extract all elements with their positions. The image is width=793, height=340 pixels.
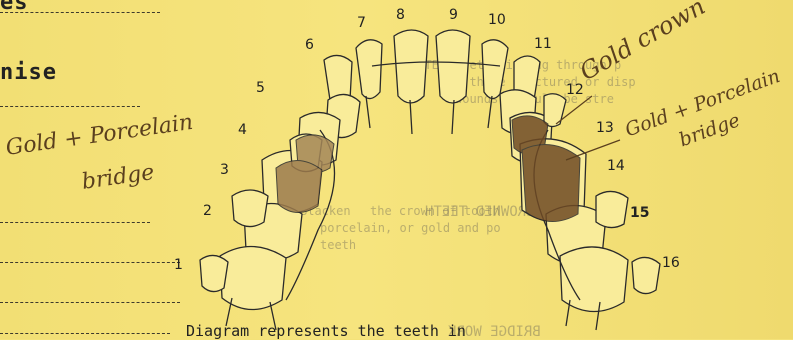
tooth-7	[356, 40, 382, 99]
tooth-number-3: 3	[220, 162, 229, 178]
tooth-number-2: 2	[203, 203, 212, 219]
tooth-number-9: 9	[449, 7, 458, 23]
shaded-tooth-left-2	[276, 160, 322, 212]
tooth-number-8: 8	[396, 7, 405, 23]
diagram-caption: Diagram represents the teeth in	[186, 322, 466, 340]
tooth-10	[482, 40, 508, 99]
tooth-number-7: 7	[357, 15, 366, 31]
shaded-tooth-right-2	[522, 145, 580, 222]
tooth-8	[394, 30, 428, 103]
tooth-number-11: 11	[534, 36, 552, 52]
tooth-number-16: 16	[662, 255, 680, 271]
tooth-number-6: 6	[305, 37, 314, 53]
tooth-number-4: 4	[238, 122, 247, 138]
tooth-number-13: 13	[596, 120, 614, 136]
tooth-1	[220, 246, 286, 309]
tooth-9	[436, 30, 470, 103]
tooth-number-5: 5	[256, 80, 265, 96]
tooth-number-1: 1	[174, 257, 183, 273]
tooth-number-14: 14	[607, 158, 625, 174]
tooth-number-12: 12	[566, 82, 584, 98]
tooth-number-15: 15	[630, 205, 649, 221]
tooth-number-10: 10	[488, 12, 506, 28]
